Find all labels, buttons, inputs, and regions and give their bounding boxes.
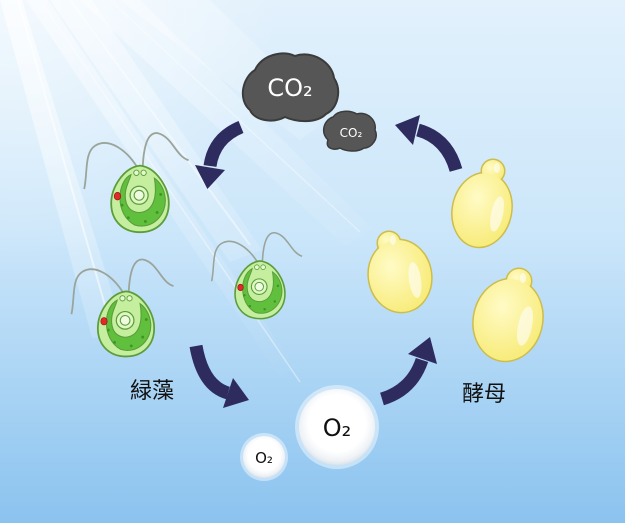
arrow-shaft <box>189 344 231 400</box>
light-ray <box>0 0 125 338</box>
green-algae-label: 緑藻 <box>130 379 174 404</box>
yeast-highlight <box>494 163 500 173</box>
arrowhead <box>395 115 420 145</box>
yeast-highlight <box>490 196 504 232</box>
arrow-algae-to-o2 <box>189 344 249 408</box>
o2-bubble-large-shape <box>299 389 375 465</box>
arrow-shaft <box>203 120 244 168</box>
arrowhead <box>195 165 225 189</box>
yeast-highlight <box>408 262 422 298</box>
o2-bubble-small: O₂ <box>240 433 288 481</box>
o2-bubble-small-shape <box>243 436 285 478</box>
light-ray-streak <box>109 0 361 233</box>
yeast-highlights <box>390 163 534 346</box>
co2-cloud-large: CO₂ <box>241 52 340 123</box>
arrowhead <box>223 378 249 408</box>
arrow-co2-to-algae <box>195 120 244 189</box>
light-ray <box>50 0 262 262</box>
yeast-label: 酵母 <box>462 382 506 407</box>
arrow-yeast-to-co2 <box>395 115 463 173</box>
yeast-highlight <box>390 235 396 245</box>
arrow-o2-to-yeast <box>379 337 437 406</box>
yeast-highlight <box>516 306 534 346</box>
co2-label-small: CO₂ <box>340 126 363 140</box>
o2-bubble-large: O₂ <box>295 385 379 469</box>
co2-cloud-small: CO₂ <box>322 110 377 152</box>
yeast-group <box>367 158 544 363</box>
arrowhead <box>408 337 437 364</box>
o2-label-large: O₂ <box>323 414 352 442</box>
light-ray <box>80 0 372 246</box>
yeast-highlight <box>520 273 526 283</box>
light-ray-streak <box>69 0 251 246</box>
co2-label-large: CO₂ <box>267 74 312 102</box>
o2-label-small: O₂ <box>255 449 273 467</box>
co2-cloud-small-shape <box>322 110 377 152</box>
arrow-shaft <box>379 357 429 406</box>
cycle-arrows <box>189 115 463 408</box>
co2-cloud-large-shape <box>241 52 340 123</box>
light-ray-streak <box>17 0 113 331</box>
arrow-shaft <box>415 123 463 173</box>
